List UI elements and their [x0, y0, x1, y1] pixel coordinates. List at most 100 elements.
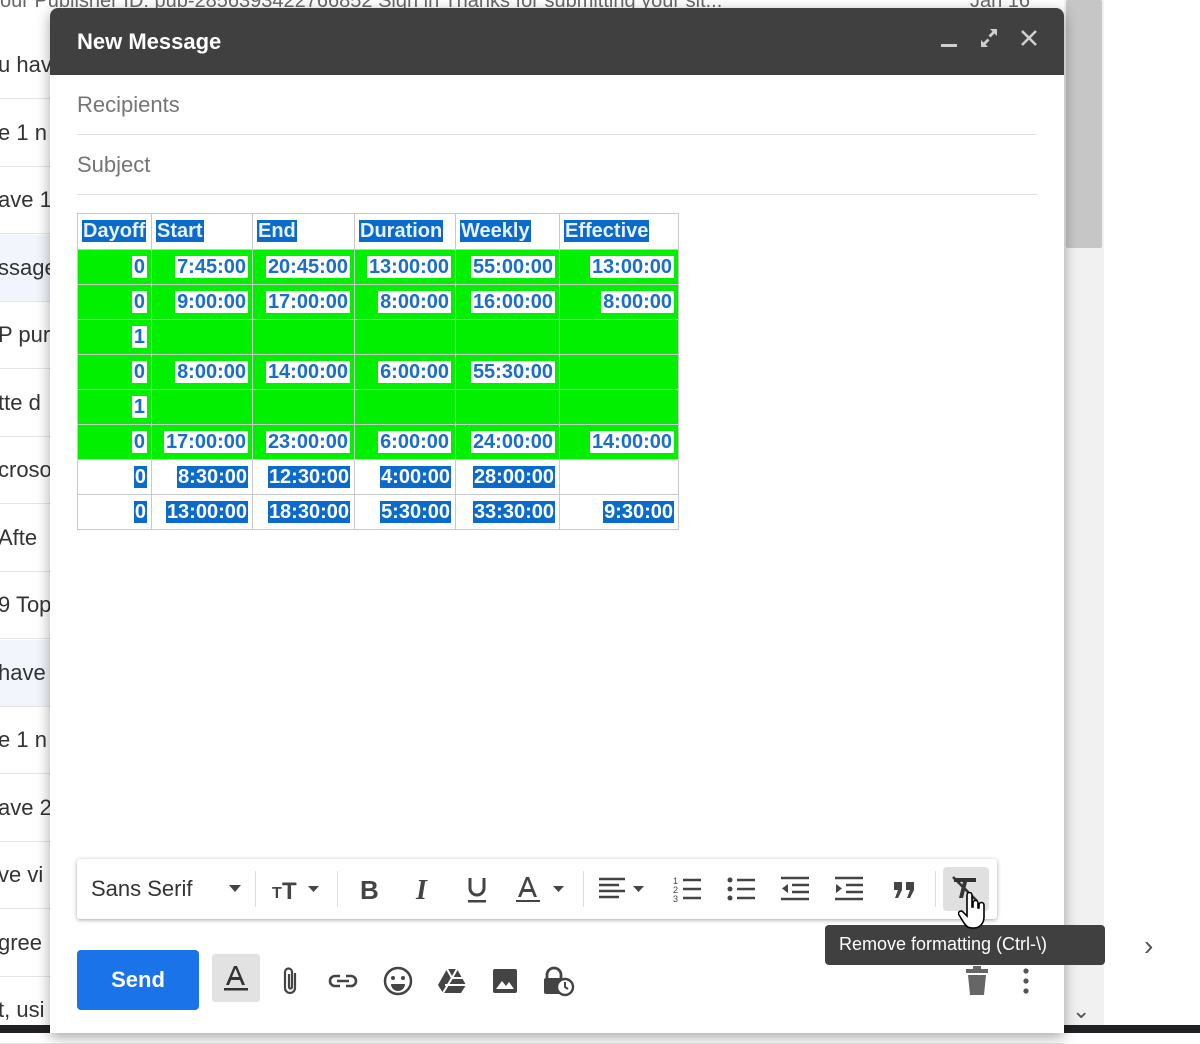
attach-file-icon[interactable] — [272, 962, 310, 1000]
table-cell[interactable]: 6:00:00 — [354, 424, 456, 460]
insert-emoji-icon[interactable] — [379, 962, 417, 1000]
table-cell[interactable]: 17:00:00 — [151, 424, 253, 460]
cell-text: 8:30:00 — [177, 465, 248, 488]
indent-less-button[interactable] — [775, 872, 815, 906]
hand-cursor-icon — [957, 891, 988, 937]
cell-text: 8:00:00 — [378, 290, 451, 313]
table-row: 1 — [77, 389, 679, 425]
table-header-row: Dayoff Start End Duration Weekly Effecti… — [77, 213, 679, 250]
table-cell[interactable]: 8:00:00 — [151, 354, 253, 390]
table-cell[interactable] — [455, 319, 560, 355]
send-button[interactable]: Send — [77, 950, 199, 1010]
discard-draft-icon[interactable] — [958, 962, 996, 1000]
table-cell[interactable]: 5:30:00 — [354, 494, 456, 530]
underline-button[interactable] — [457, 872, 497, 906]
more-options-icon[interactable] — [1007, 962, 1045, 1000]
table-cell[interactable] — [559, 459, 679, 495]
table-cell[interactable]: 13:00:00 — [559, 249, 679, 285]
table-cell[interactable] — [252, 319, 355, 355]
caret-down-icon[interactable] — [227, 881, 243, 899]
insert-link-icon[interactable] — [324, 962, 362, 1000]
table-cell[interactable] — [354, 389, 456, 425]
table-cell[interactable]: 8:30:00 — [151, 459, 253, 495]
cell-text: 12:30:00 — [267, 465, 350, 488]
indent-more-button[interactable] — [829, 872, 869, 906]
bold-button[interactable]: B — [349, 872, 389, 906]
inbox-row-snippet: e 1 n — [0, 119, 47, 145]
table-cell[interactable] — [559, 354, 679, 390]
cell-text: 17:00:00 — [163, 430, 248, 453]
table-cell[interactable]: 0 — [77, 459, 152, 495]
table-cell[interactable]: 0 — [77, 354, 152, 390]
cell-text: 1 — [131, 325, 147, 348]
table-cell[interactable]: 0 — [77, 424, 152, 460]
table-cell[interactable]: 9:30:00 — [559, 494, 679, 530]
table-cell[interactable]: 24:00:00 — [455, 424, 560, 460]
close-icon[interactable] — [1018, 26, 1040, 55]
table-cell[interactable]: 28:00:00 — [455, 459, 560, 495]
table-cell[interactable] — [354, 319, 456, 355]
table-cell[interactable]: 1 — [77, 319, 152, 355]
table-cell[interactable] — [252, 389, 355, 425]
table-cell[interactable] — [559, 389, 679, 425]
table-cell[interactable]: 8:00:00 — [354, 284, 456, 320]
table-cell[interactable]: 23:00:00 — [252, 424, 355, 460]
schedule-table[interactable]: Dayoff Start End Duration Weekly Effecti… — [77, 213, 679, 530]
table-cell[interactable]: 8:00:00 — [559, 284, 679, 320]
google-drive-icon[interactable] — [433, 962, 471, 1000]
scroll-down-icon[interactable]: ⌄ — [1072, 998, 1091, 1023]
column-header: Effective — [559, 213, 679, 250]
table-cell[interactable]: 55:30:00 — [455, 354, 560, 390]
recipients-input[interactable] — [77, 75, 1037, 134]
minimize-icon[interactable] — [938, 26, 960, 55]
bulleted-list-button[interactable] — [721, 872, 761, 906]
align-button[interactable] — [595, 872, 651, 906]
fullscreen-icon[interactable] — [978, 26, 1000, 55]
table-cell[interactable]: 4:00:00 — [354, 459, 456, 495]
table-cell[interactable]: 14:00:00 — [559, 424, 679, 460]
quote-button[interactable] — [885, 872, 925, 906]
table-cell[interactable]: 33:30:00 — [455, 494, 560, 530]
table-cell[interactable] — [151, 319, 253, 355]
cell-text: 13:00:00 — [589, 255, 674, 278]
table-cell[interactable]: 13:00:00 — [354, 249, 456, 285]
recipients-field — [77, 75, 1037, 135]
compose-title: New Message — [77, 29, 222, 54]
table-cell[interactable]: 6:00:00 — [354, 354, 456, 390]
table-cell[interactable]: 18:30:00 — [252, 494, 355, 530]
compose-header: New Message — [50, 8, 1064, 75]
italic-button[interactable]: I — [403, 872, 443, 906]
table-cell[interactable]: 16:00:00 — [455, 284, 560, 320]
chevron-right-icon[interactable]: › — [1144, 930, 1154, 961]
remove-formatting-tooltip: Remove formatting (Ctrl-\) — [825, 925, 1105, 965]
table-cell[interactable]: 1 — [77, 389, 152, 425]
scrollbar-thumb[interactable] — [1066, 0, 1102, 248]
table-cell[interactable]: 0 — [77, 494, 152, 530]
subject-input[interactable] — [77, 135, 1037, 194]
cell-text: 0 — [131, 360, 147, 383]
table-cell[interactable] — [559, 319, 679, 355]
table-cell[interactable]: 9:00:00 — [151, 284, 253, 320]
table-cell[interactable]: 12:30:00 — [252, 459, 355, 495]
cell-text: 5:30:00 — [380, 500, 451, 523]
text-color-button[interactable] — [513, 872, 569, 906]
compose-window: New Message Dayoff Start End Duration We… — [50, 8, 1064, 1033]
table-cell[interactable]: 14:00:00 — [252, 354, 355, 390]
table-cell[interactable]: 0 — [77, 249, 152, 285]
insert-photo-icon[interactable] — [486, 962, 524, 1000]
table-cell[interactable]: 55:00:00 — [455, 249, 560, 285]
toolbar-divider — [337, 871, 338, 907]
table-cell[interactable]: 7:45:00 — [151, 249, 253, 285]
table-cell[interactable]: 13:00:00 — [151, 494, 253, 530]
table-cell[interactable]: 17:00:00 — [252, 284, 355, 320]
table-cell[interactable] — [455, 389, 560, 425]
formatting-options-icon[interactable] — [212, 954, 260, 1002]
table-cell[interactable]: 20:45:00 — [252, 249, 355, 285]
font-family-select[interactable]: Sans Serif — [91, 876, 193, 901]
table-cell[interactable]: 0 — [77, 284, 152, 320]
confidential-mode-icon[interactable] — [539, 962, 577, 1000]
table-cell[interactable] — [151, 389, 253, 425]
